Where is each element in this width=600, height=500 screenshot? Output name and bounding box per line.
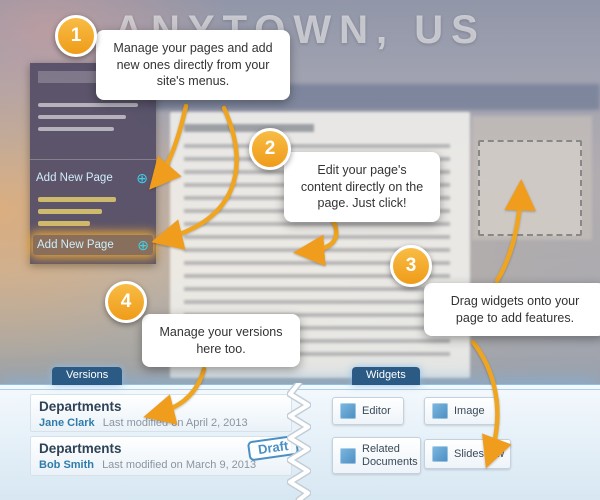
- link-placeholder: [38, 209, 102, 214]
- menu-item-placeholder: [38, 127, 114, 131]
- add-new-page-button[interactable]: Add New Page ⊕: [36, 171, 148, 185]
- callout-number-2: 2: [249, 128, 291, 170]
- widget-label: Editor: [362, 404, 391, 417]
- widget-image[interactable]: Image: [424, 397, 499, 425]
- widget-slideshow[interactable]: Slideshow: [424, 439, 511, 469]
- widget-editor[interactable]: Editor: [332, 397, 404, 425]
- zigzag-divider: [287, 383, 311, 500]
- callout-bubble-2: Edit your page's content directly on the…: [284, 152, 440, 222]
- version-modified: Last modified on March 9, 2013: [102, 459, 257, 471]
- image-widget-icon: [432, 403, 448, 419]
- version-row[interactable]: Departments Jane Clark Last modified on …: [30, 394, 292, 432]
- slideshow-widget-icon: [432, 446, 448, 462]
- menu-divider: [30, 159, 156, 160]
- widget-related-documents[interactable]: Related Documents: [332, 437, 421, 474]
- related-documents-widget-icon: [340, 447, 356, 464]
- version-author: Bob Smith: [39, 459, 94, 471]
- widget-dropzone[interactable]: [478, 140, 582, 236]
- tab-versions[interactable]: Versions: [52, 367, 123, 385]
- version-modified: Last modified on April 2, 2013: [102, 417, 248, 429]
- menu-item-placeholder: [38, 115, 126, 119]
- add-page-plus-icon: ⊕: [137, 237, 149, 253]
- link-placeholder: [38, 221, 90, 226]
- tab-versions-label: Versions: [66, 369, 109, 381]
- version-title: Departments: [39, 399, 122, 414]
- add-new-page-label: Add New Page: [36, 172, 113, 184]
- menu-item-placeholder: [38, 103, 138, 107]
- callout-number-4: 4: [105, 281, 147, 323]
- widget-label: Image: [454, 404, 485, 417]
- add-new-page-label: Add New Page: [37, 239, 114, 251]
- callout-bubble-4: Manage your versions here too.: [142, 314, 300, 367]
- widget-label: Related Documents: [362, 442, 418, 468]
- version-title: Departments: [39, 441, 122, 456]
- tab-widgets[interactable]: Widgets: [352, 367, 420, 385]
- callout-bubble-1: Manage your pages and add new ones direc…: [96, 30, 290, 100]
- version-author: Jane Clark: [39, 417, 95, 429]
- widget-label: Slideshow: [454, 447, 505, 460]
- callout-number-3: 3: [390, 245, 432, 287]
- link-placeholder: [38, 197, 116, 202]
- editor-widget-icon: [340, 403, 356, 419]
- right-column-blurred: [472, 116, 592, 240]
- callout-number-1: 1: [55, 15, 97, 57]
- add-new-page-button-highlighted[interactable]: Add New Page ⊕: [33, 235, 153, 255]
- panel-divider-line: [0, 389, 600, 390]
- callout-bubble-3: Drag widgets onto your page to add featu…: [424, 283, 600, 336]
- tab-widgets-label: Widgets: [366, 369, 406, 381]
- page-heading-placeholder: [184, 124, 314, 132]
- add-page-plus-icon: ⊕: [136, 170, 148, 186]
